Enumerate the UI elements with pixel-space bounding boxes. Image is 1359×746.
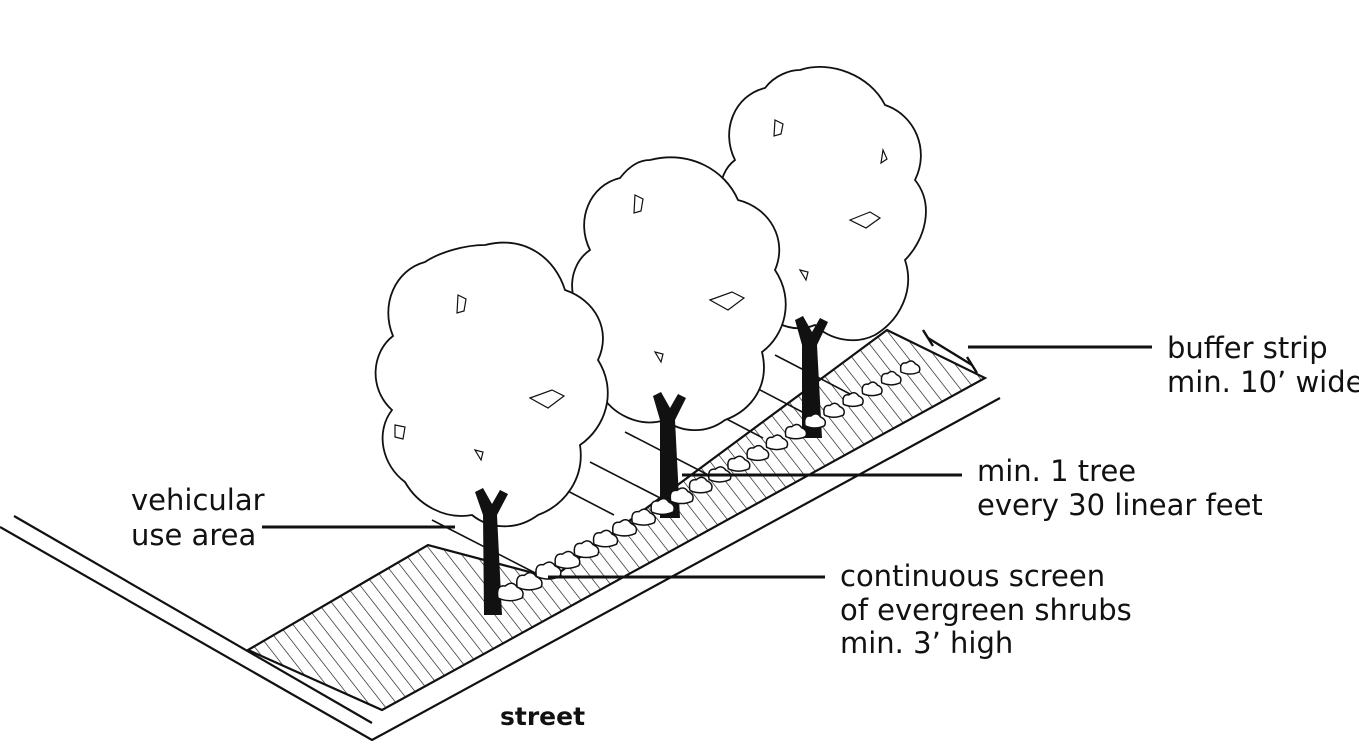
evergreen-shrub-icon	[631, 508, 657, 526]
svg-text:min. 1 tree: min. 1 tree	[977, 454, 1136, 488]
evergreen-shrub-icon	[746, 444, 770, 462]
evergreen-shrub-icon	[496, 582, 524, 602]
svg-text:min. 3’ high: min. 3’ high	[840, 626, 1013, 660]
evergreen-shrub-icon	[688, 476, 713, 494]
evergreen-shrub-icon	[880, 370, 902, 386]
tree-trunk	[795, 316, 828, 438]
evergreen-shrub-icon	[554, 550, 581, 570]
tree-icon-front	[374, 241, 609, 615]
evergreen-shrub-icon	[861, 381, 883, 397]
evergreen-shrub-icon	[899, 360, 921, 375]
svg-text:min. 10’ wide: min. 10’ wide	[1167, 365, 1359, 399]
label-tree-spacing: min. 1 tree every 30 linear feet	[977, 454, 1263, 522]
svg-text:every 30 linear feet: every 30 linear feet	[977, 488, 1263, 522]
evergreen-shrub-icon	[650, 497, 675, 516]
label-vehicular-use-area: vehicular use area	[131, 483, 265, 552]
buffer-strip-area	[245, 328, 988, 712]
tree-trunk	[653, 392, 686, 518]
evergreen-shrub-icon	[823, 402, 845, 418]
evergreen-shrub-icon	[592, 529, 619, 548]
svg-text:vehicular: vehicular	[131, 483, 265, 517]
tree-canopy	[374, 241, 609, 528]
svg-text:buffer strip: buffer strip	[1167, 331, 1328, 365]
svg-text:use area: use area	[131, 518, 256, 552]
shrub-row	[496, 360, 921, 602]
street-curb	[0, 397, 1001, 742]
dimension-tick-icon	[921, 329, 979, 374]
evergreen-shrub-icon	[765, 434, 789, 451]
tree-trunk	[475, 488, 508, 615]
evergreen-shrub-icon	[535, 561, 562, 580]
evergreen-shrub-icon	[727, 455, 751, 472]
evergreen-shrub-icon	[669, 487, 694, 505]
evergreen-shrub-icon	[515, 571, 543, 591]
svg-text:continuous screen: continuous screen	[840, 559, 1105, 593]
leader-lines	[262, 345, 1152, 579]
evergreen-shrub-icon	[842, 391, 864, 408]
evergreen-shrub-icon	[784, 423, 808, 440]
evergreen-shrub-icon	[611, 519, 638, 537]
evergreen-shrub-icon	[573, 540, 600, 559]
label-shrub-screen: continuous screen of evergreen shrubs mi…	[840, 559, 1132, 660]
street-label: street	[500, 702, 585, 731]
svg-text:of evergreen shrubs: of evergreen shrubs	[840, 593, 1132, 627]
evergreen-shrub-icon	[803, 413, 827, 429]
label-buffer-strip: buffer strip min. 10’ wide	[1167, 331, 1359, 399]
tree-icon-middle	[571, 156, 787, 518]
